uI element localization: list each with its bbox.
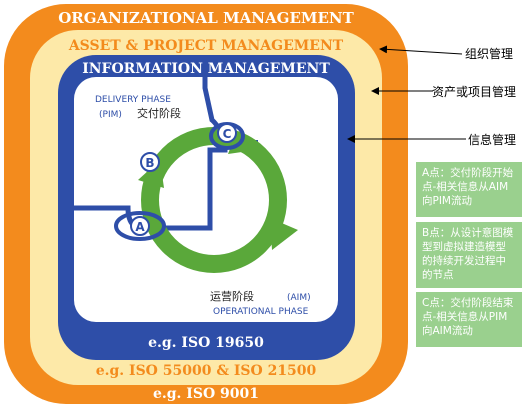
operational-phase-cn: 运营阶段 xyxy=(210,289,254,303)
point-c-marker: C xyxy=(209,122,245,150)
note-b-line3: 的持续开发过程中 xyxy=(422,255,506,267)
operational-phase-abbr: (AIM) xyxy=(287,293,311,303)
phase-boundary-line xyxy=(74,77,228,231)
note-a-line1: A点：交付阶段开始 xyxy=(422,167,514,179)
point-c-label: C xyxy=(223,127,232,141)
operational-phase-en: OPERATIONAL PHASE xyxy=(213,307,309,317)
point-a-label: A xyxy=(135,220,145,234)
standard-iso-55000-21500: e.g. ISO 55000 & ISO 21500 xyxy=(96,363,317,379)
inner-panel xyxy=(74,77,338,322)
point-b-marker: B xyxy=(140,152,160,172)
point-b-label: B xyxy=(145,156,154,170)
note-b-line4: 的节点 xyxy=(422,269,454,281)
note-point-a: A点：交付阶段开始 点-相关信息从AIM 向PIM流动 xyxy=(416,162,522,217)
delivery-phase-abbr: (PIM) xyxy=(99,110,122,120)
lifecycle-cycle xyxy=(141,127,287,273)
note-a-line3: 向PIM流动 xyxy=(422,195,472,207)
note-b-line1: B点：从设计意图模 xyxy=(422,227,514,239)
organizational-title: ORGANIZATIONAL MANAGEMENT xyxy=(58,9,354,27)
note-c-line1: C点：交付阶段结束 xyxy=(422,297,514,309)
note-a-line2: 点-相关信息从AIM xyxy=(422,181,509,193)
note-b-line2: 型到虚拟建造模型 xyxy=(422,241,506,253)
delivery-phase-en: DELIVERY PHASE xyxy=(95,95,171,105)
standard-iso-9001: e.g. ISO 9001 xyxy=(153,386,259,402)
callout-information: 信息管理 xyxy=(468,132,516,147)
note-c-line2: 点-相关信息从PIM xyxy=(422,311,508,323)
information-title: INFORMATION MANAGEMENT xyxy=(82,61,330,77)
delivery-phase-cn: 交付阶段 xyxy=(137,106,181,120)
note-point-c: C点：交付阶段结束 点-相关信息从PIM 向AIM流动 xyxy=(416,292,522,347)
standard-iso-19650: e.g. ISO 19650 xyxy=(148,335,264,351)
cycle-arrow-right xyxy=(270,218,298,250)
callout-arrow-organizational xyxy=(379,45,463,55)
asset-project-title: ASSET & PROJECT MANAGEMENT xyxy=(68,38,344,54)
point-a-marker: A xyxy=(114,211,166,241)
note-c-line3: 向AIM流动 xyxy=(422,325,473,337)
callout-asset-project: 资产或项目管理 xyxy=(432,84,516,99)
callout-organizational: 组织管理 xyxy=(465,46,513,61)
note-point-b: B点：从设计意图模 型到虚拟建造模型 的持续开发过程中 的节点 xyxy=(416,222,522,288)
